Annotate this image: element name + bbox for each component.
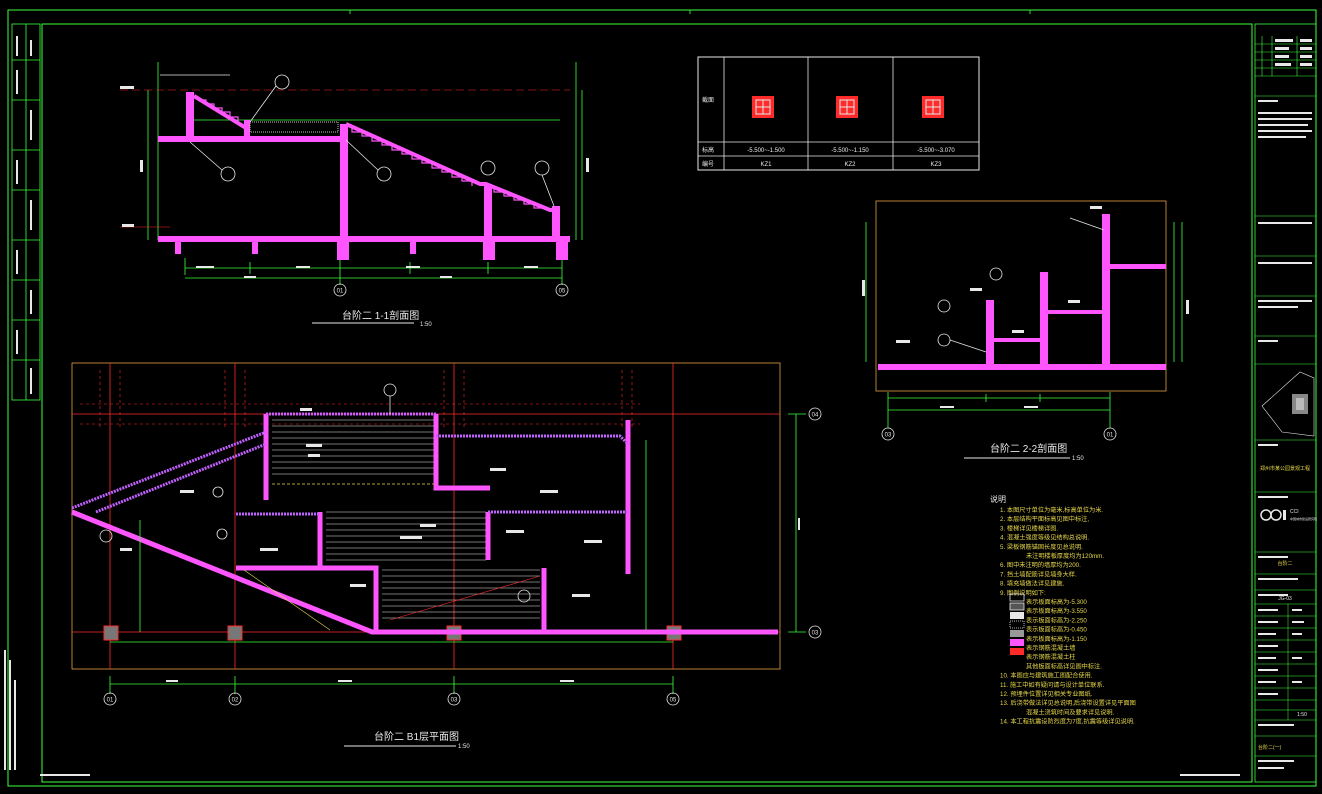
section-2-2: 03 01 台阶二 2-2剖面图 1:50 xyxy=(862,200,1189,462)
title-block: 郑州市某公园景观工程 CCI 中国城市建设研究院 台阶二 JG-03 xyxy=(1254,23,1317,783)
note-line: 13. 后浇带做法详见总说明,后浇带设置详见平面图 xyxy=(1000,699,1136,707)
column-section-1 xyxy=(752,96,774,118)
note-line: 表示钢筋混凝土柱 xyxy=(1026,653,1076,661)
section-1-1: 01 05 台阶二 1-1剖面图 1:50 xyxy=(120,62,589,328)
note-line: 表示板面标高为-1.150 xyxy=(1026,635,1087,643)
axis-label: 01 xyxy=(337,289,344,295)
row-label: 编号 xyxy=(702,160,714,168)
drawing-scale: 1:50 xyxy=(1297,712,1307,718)
note-line: 10. 本图应与建筑施工图配合使用. xyxy=(1000,672,1093,680)
column-elevation: -5.500~-3.070 xyxy=(917,148,955,154)
note-line: 2. 本层结构平面标高见图中标注, xyxy=(1000,515,1089,523)
row-label: 截面 xyxy=(702,96,714,104)
column-id: KZ3 xyxy=(930,162,942,168)
axis-label: 05 xyxy=(670,698,677,704)
left-strip-marks xyxy=(16,36,32,394)
axis-label: 02 xyxy=(232,698,239,704)
note-line: 其他板面标高详见图中标注. xyxy=(1026,662,1102,670)
sheet-border xyxy=(7,9,1317,787)
company-subname: 中国城市建设研究院 xyxy=(1290,516,1317,521)
note-line: 11. 施工中如有疑问请与设计单位联系. xyxy=(1000,681,1105,689)
section-1-1-scale: 1:50 xyxy=(420,322,432,328)
axis-label: 05 xyxy=(559,289,566,295)
note-line: 9. 图例说明如下: xyxy=(1000,589,1046,597)
plan-b1-title: 台阶二 B1层平面图 xyxy=(374,730,459,743)
column-id: KZ2 xyxy=(844,162,856,168)
column-elevation: -5.500~-1.150 xyxy=(831,148,869,154)
axis-label: 03 xyxy=(885,433,892,439)
note-line: 3. 楼梯详见楼梯详图. xyxy=(1000,524,1058,532)
axis-label: 01 xyxy=(107,698,114,704)
left-revision-strip xyxy=(11,23,41,401)
note-line: 4. 混凝土强度等级见结构总说明. xyxy=(1000,534,1089,542)
plan-b1: 01 02 03 05 04 03 台阶二 B1层平面图 1:50 xyxy=(71,362,822,750)
column-id: KZ1 xyxy=(760,162,772,168)
section-2-2-title: 台阶二 2-2剖面图 xyxy=(990,442,1067,455)
drawing-frame xyxy=(41,23,1253,783)
axis-label: 04 xyxy=(812,413,819,419)
note-line: 5. 梁板钢筋锚固长度见总说明. xyxy=(1000,543,1083,551)
axis-label: 03 xyxy=(451,698,458,704)
general-notes: 说明 1. 本图尺寸单位为毫米,标高单位为米.2. 本层结构平面标高见图中标注,… xyxy=(990,494,1136,726)
axis-label: 01 xyxy=(1107,433,1114,439)
row-label: 标高 xyxy=(702,146,714,154)
note-line: 6. 图中未注明的墙厚均为200. xyxy=(1000,561,1081,569)
column-section-2 xyxy=(836,96,858,118)
plan-b1-scale: 1:50 xyxy=(458,744,470,750)
drawing-title: 台阶二 xyxy=(1277,560,1292,567)
note-line: 1. 本图尺寸单位为毫米,标高单位为米. xyxy=(1000,506,1103,514)
company-logo: CCI 中国城市建设研究院 xyxy=(1260,509,1317,521)
section-1-1-title: 台阶二 1-1剖面图 xyxy=(342,309,419,322)
company-name: CCI xyxy=(1290,509,1299,515)
note-line: 表示板面标高为-0.450 xyxy=(1026,626,1087,634)
notes-heading: 说明 xyxy=(990,494,1006,504)
note-line: 8. 填充墙做法详见建施. xyxy=(1000,580,1065,588)
left-strip-bottom-text xyxy=(4,650,16,770)
note-line: 表示板面标高为-2.250 xyxy=(1026,616,1087,624)
sheet-label: 台阶二(一) xyxy=(1258,744,1282,751)
key-plan xyxy=(1261,371,1315,437)
section-2-2-scale: 1:50 xyxy=(1072,456,1084,462)
note-line: 表示板面标高为-3.550 xyxy=(1026,607,1087,615)
note-line: 7. 挡土墙配筋详见墙身大样. xyxy=(1000,570,1077,578)
note-line: 混凝土浇筑时间及要求详见说明. xyxy=(1026,708,1115,716)
project-name: 郑州市某公园景观工程 xyxy=(1260,465,1310,472)
notes-legend-swatches xyxy=(1009,593,1025,655)
column-section-3 xyxy=(922,96,944,118)
frame-ticks xyxy=(349,10,1031,14)
bottom-credits xyxy=(40,774,1240,776)
column-elevation: -5.500~-1.500 xyxy=(747,148,785,154)
note-line: 表示板面标高为-5.300 xyxy=(1026,598,1087,606)
note-line: 表示钢筋混凝土墙 xyxy=(1026,644,1076,652)
axis-label: 03 xyxy=(812,631,819,637)
column-schedule-table: 截面 标高 编号 -5.500~-1.500 -5.500~-1.150 -5.… xyxy=(697,56,980,171)
note-line: 14. 本工程抗震设防烈度为7度,抗震等级详见说明. xyxy=(1000,718,1135,726)
note-line: 12. 预埋件位置详见相关专业图纸. xyxy=(1000,690,1093,698)
note-line: 未注明楼板厚度均为120mm. xyxy=(1026,552,1104,560)
drawing-number: JG-03 xyxy=(1278,596,1292,602)
